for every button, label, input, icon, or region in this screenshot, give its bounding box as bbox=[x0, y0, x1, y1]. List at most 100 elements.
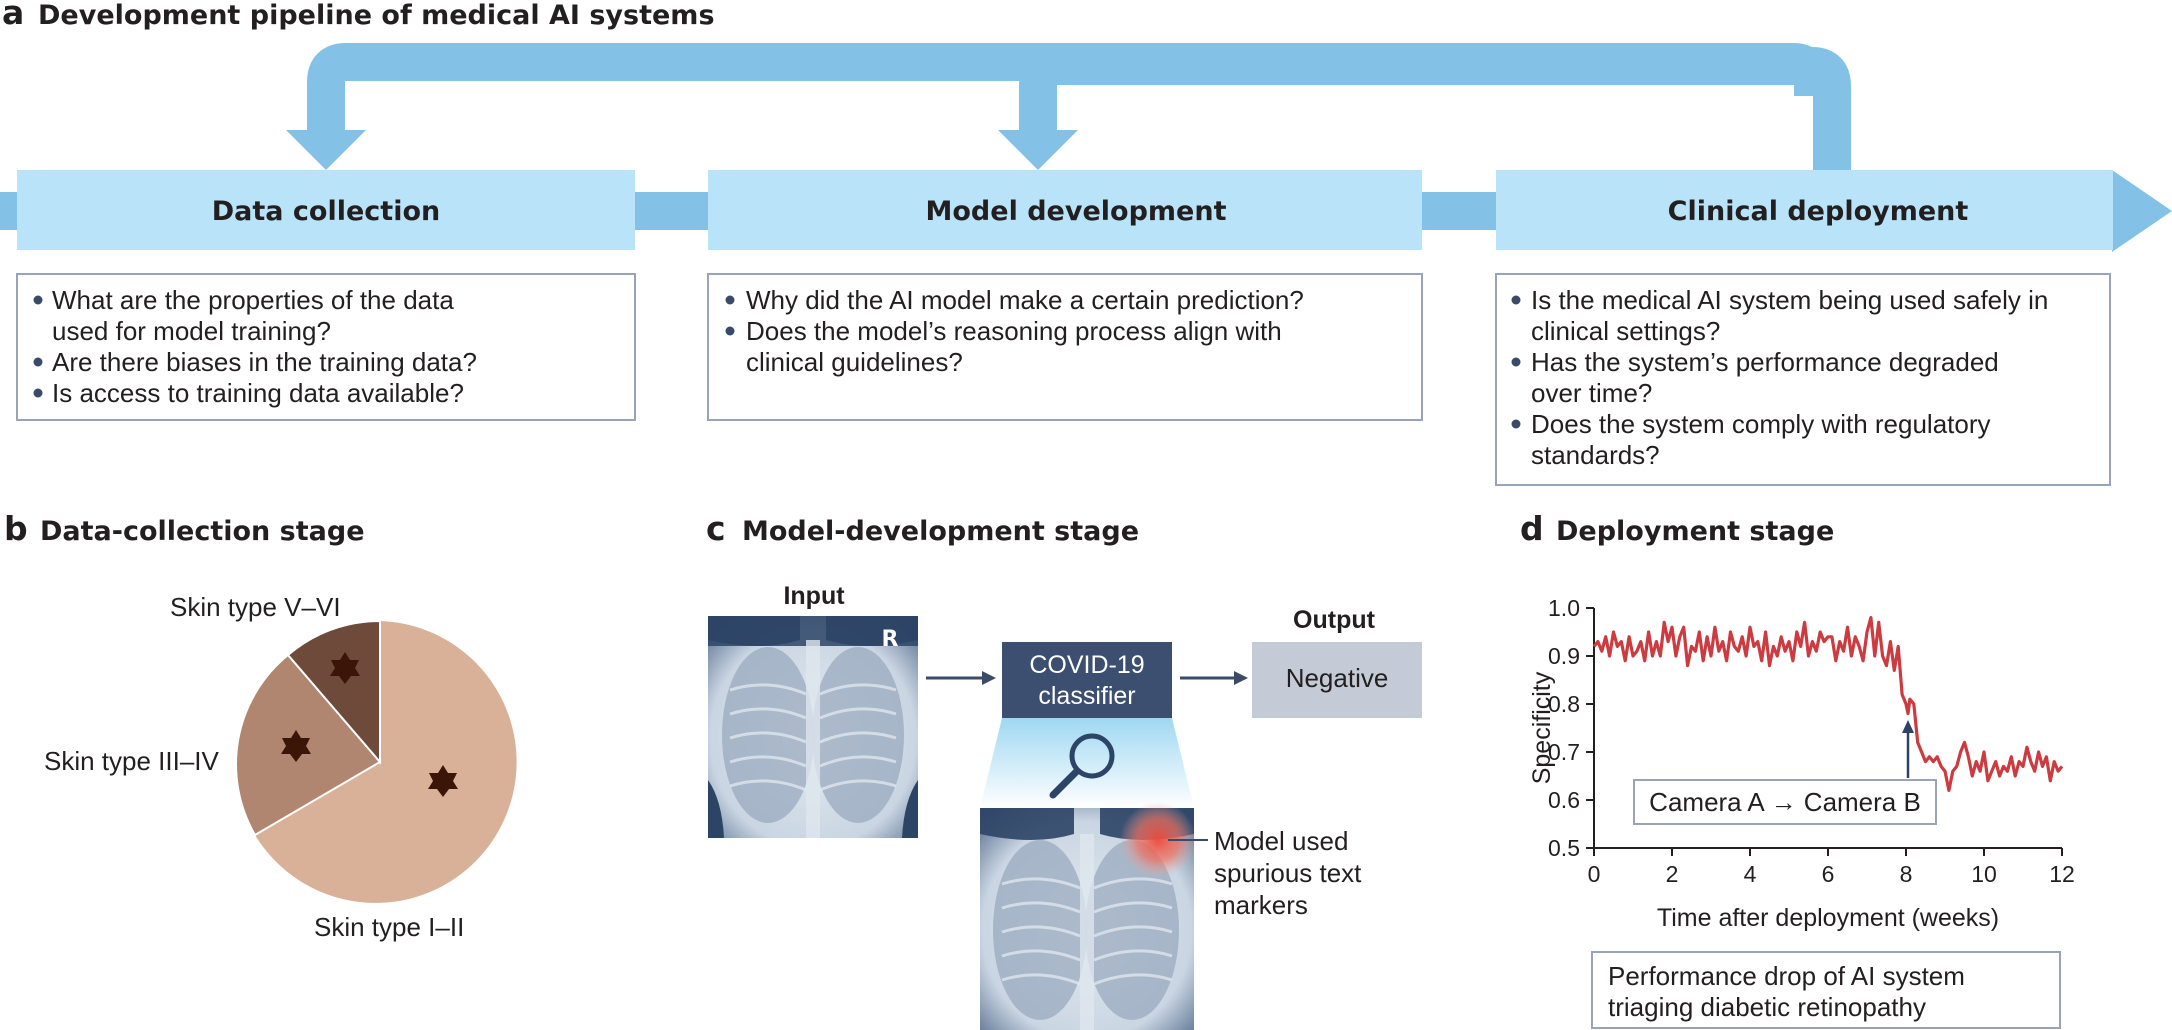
x-tick-label: 6 bbox=[1822, 861, 1835, 887]
x-tick-label: 4 bbox=[1744, 861, 1757, 887]
feedback-arrow-to-model-development bbox=[1019, 47, 1851, 172]
input-chest-xray: R bbox=[708, 616, 918, 838]
annotation-line: Model used bbox=[1214, 826, 1348, 856]
arrowhead bbox=[982, 671, 996, 685]
x-tick-label: 2 bbox=[1666, 861, 1679, 887]
panel-a-title: Development pipeline of medical AI syste… bbox=[38, 0, 715, 31]
question-line: Is access to training data available? bbox=[52, 378, 464, 408]
camera-switch-label: Camera A → Camera B bbox=[1633, 779, 1937, 825]
bullet bbox=[1511, 357, 1521, 367]
stage-data-collection: Data collection bbox=[17, 170, 635, 250]
panel-a-letter: a bbox=[2, 0, 24, 32]
question-line: Has the system’s performance degraded bbox=[1531, 347, 1999, 377]
annotation-line: spurious text bbox=[1214, 858, 1362, 888]
stage-label: Clinical deployment bbox=[1668, 196, 1969, 227]
lesion-icon bbox=[330, 652, 360, 684]
zoomed-chest-xray bbox=[980, 802, 1196, 1030]
pie-label-skin-type-i-ii: Skin type I–II bbox=[314, 912, 464, 942]
classifier-line: classifier bbox=[1038, 682, 1135, 710]
bullet bbox=[725, 295, 735, 305]
y-tick-label: 0.8 bbox=[1548, 691, 1580, 717]
pie-slice-skin-type-v-vi bbox=[286, 619, 381, 765]
caption-line: Performance drop of AI system bbox=[1608, 961, 1965, 991]
question-line: clinical guidelines? bbox=[746, 347, 963, 377]
question-line: Are there biases in the training data? bbox=[52, 347, 477, 377]
bullet bbox=[725, 326, 735, 336]
x-axis-label: Time after deployment (weeks) bbox=[1657, 904, 1999, 932]
output-label: Output bbox=[1293, 606, 1376, 634]
y-tick-label: 0.6 bbox=[1548, 787, 1580, 813]
y-axis-label: Specificity bbox=[1528, 671, 1556, 784]
question-line: Why did the AI model make a certain pred… bbox=[746, 285, 1304, 315]
panel-b-title: Data-collection stage bbox=[40, 516, 365, 547]
output-value: Negative bbox=[1286, 663, 1389, 693]
caption-line: triaging diabetic retinopathy bbox=[1608, 992, 1926, 1022]
questions-clinical-deployment: Is the medical AI system being used safe… bbox=[1495, 273, 2111, 486]
bullet bbox=[33, 357, 43, 367]
panel-c: c Model-development stage Input R COVID-… bbox=[706, 509, 1422, 1030]
questions-model-development: Why did the AI model make a certain pred… bbox=[707, 273, 1423, 421]
x-axis-ticks: 0 2 4 6 8 10 12 bbox=[1588, 848, 2075, 887]
lesion-icon bbox=[428, 765, 458, 797]
question-line: used for model training? bbox=[52, 316, 331, 346]
panel-c-letter: c bbox=[706, 509, 726, 548]
question-line: over time? bbox=[1531, 378, 1652, 408]
y-tick-label: 0.9 bbox=[1548, 643, 1580, 669]
chart-caption: Performance drop of AI system triaging d… bbox=[1591, 951, 2061, 1029]
bullet bbox=[1511, 295, 1521, 305]
pie-slice-skin-type-i-ii bbox=[255, 621, 517, 903]
marker-letter: R bbox=[882, 627, 899, 652]
arrowhead-model-development bbox=[998, 130, 1078, 170]
panel-d-letter: d bbox=[1520, 509, 1544, 548]
arrowhead bbox=[1902, 720, 1914, 733]
panel-b: b Data-collection stage Skin type V–VI S… bbox=[4, 509, 517, 942]
question-line: What are the properties of the data bbox=[52, 285, 454, 315]
arrowhead-data-collection bbox=[286, 130, 366, 170]
stage-model-development: Model development bbox=[708, 170, 1422, 250]
question-line: Does the model’s reasoning process align… bbox=[746, 316, 1282, 346]
x-tick-label: 8 bbox=[1900, 861, 1913, 887]
zoom-cone bbox=[980, 718, 1194, 808]
input-label: Input bbox=[783, 582, 845, 610]
panel-b-letter: b bbox=[4, 509, 28, 548]
covid-classifier-box: COVID-19 classifier bbox=[1002, 642, 1172, 718]
question-line: Does the system comply with regulatory bbox=[1531, 409, 1991, 439]
question-line: Is the medical AI system being used safe… bbox=[1531, 285, 2048, 315]
camera-switch-text: Camera A → Camera B bbox=[1649, 787, 1921, 817]
pie-label-skin-type-iii-iv: Skin type III–IV bbox=[44, 746, 220, 776]
attention-hotspot bbox=[1120, 802, 1196, 878]
bullet bbox=[1511, 419, 1521, 429]
bullet bbox=[33, 295, 43, 305]
stage-label: Data collection bbox=[212, 196, 440, 227]
feedback-arrows bbox=[286, 43, 1851, 172]
specificity-series-line bbox=[1592, 616, 2064, 792]
classifier-line: COVID-19 bbox=[1029, 651, 1144, 679]
skin-type-pie bbox=[235, 619, 517, 903]
magnifier-icon bbox=[1049, 733, 1115, 799]
annotation-line: markers bbox=[1214, 890, 1308, 920]
stage-clinical-deployment: Clinical deployment bbox=[1496, 170, 2113, 250]
output-box: Negative bbox=[1252, 642, 1422, 718]
panel-c-title: Model-development stage bbox=[742, 516, 1139, 547]
bullet bbox=[33, 388, 43, 398]
pie-label-skin-type-v-vi: Skin type V–VI bbox=[170, 592, 341, 622]
question-line: standards? bbox=[1531, 440, 1660, 470]
panel-d-title: Deployment stage bbox=[1556, 516, 1834, 547]
lesion-icon bbox=[281, 730, 311, 762]
x-tick-label: 12 bbox=[2049, 861, 2075, 887]
stage-label: Model development bbox=[926, 196, 1227, 227]
pie-slice-skin-type-iii-iv bbox=[235, 653, 382, 837]
panel-a: a Development pipeline of medical AI sys… bbox=[0, 0, 2172, 486]
y-tick-label: 0.7 bbox=[1548, 739, 1580, 765]
x-tick-label: 0 bbox=[1588, 861, 1601, 887]
questions-data-collection: What are the properties of the data used… bbox=[16, 273, 636, 421]
y-axis-ticks: 0.50.60.70.80.91.0 bbox=[1548, 595, 1594, 861]
pipeline-arrowhead bbox=[2112, 170, 2172, 252]
question-line: clinical settings? bbox=[1531, 316, 1720, 346]
arrowhead bbox=[1234, 671, 1248, 685]
y-tick-label: 0.5 bbox=[1548, 835, 1580, 861]
x-tick-label: 10 bbox=[1971, 861, 1997, 887]
